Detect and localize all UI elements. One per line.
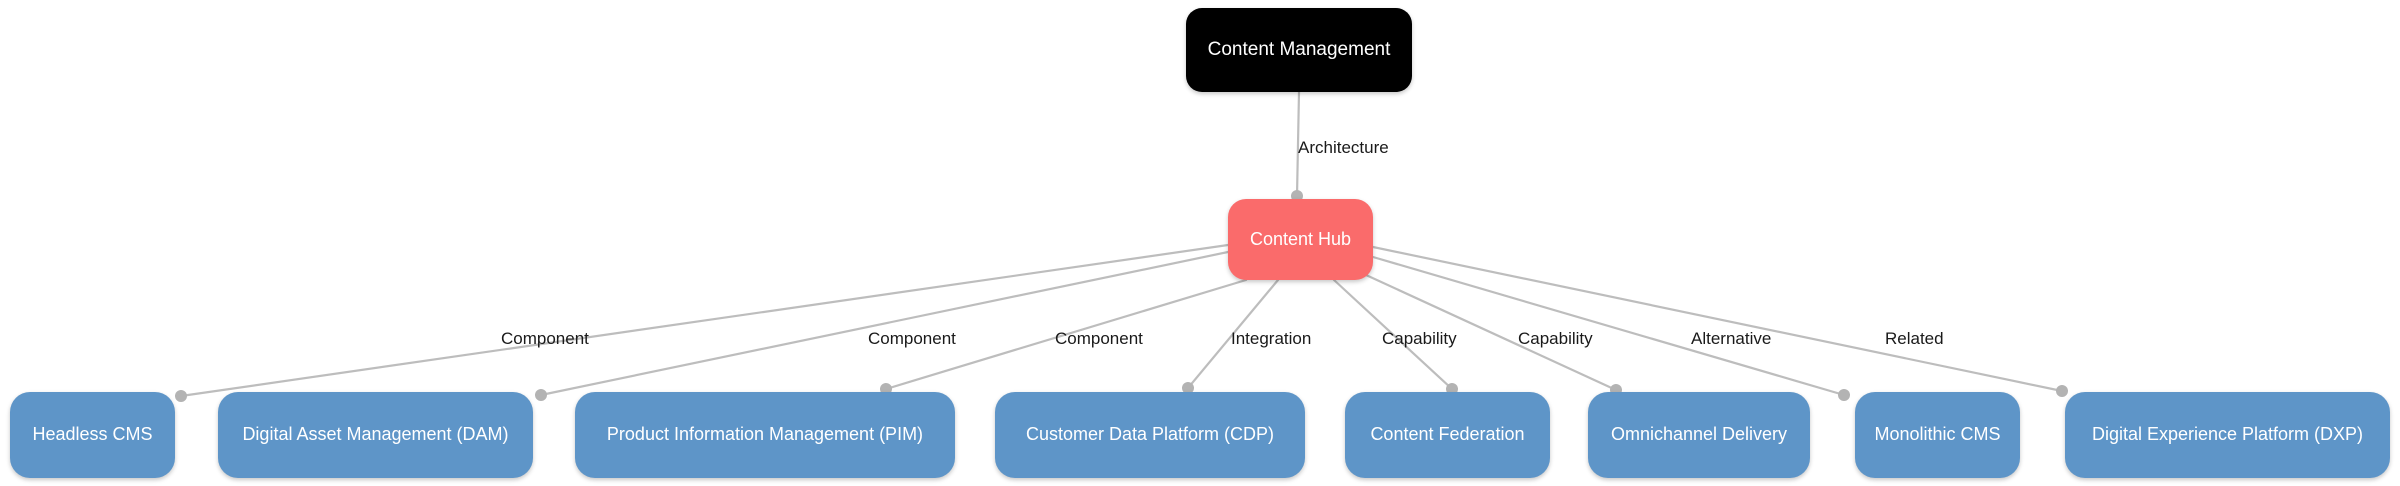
edge-monolithic-cms-label: Alternative xyxy=(1691,329,1772,348)
edge-omnichannel-label: Capability xyxy=(1518,329,1593,348)
node-headless-cms[interactable]: Headless CMS xyxy=(10,392,175,478)
node-content-federation[interactable]: Content Federation xyxy=(1345,392,1550,478)
node-content-management[interactable]: Content Management xyxy=(1186,8,1412,92)
edge-dxp-endpoint-dot xyxy=(2056,385,2068,397)
edge-headless-cms-endpoint-dot xyxy=(175,390,187,402)
edge-monolithic-cms xyxy=(1371,255,1846,397)
node-omnichannel-delivery-label: Omnichannel Delivery xyxy=(1610,424,1788,445)
edge-dxp xyxy=(1371,245,2064,393)
node-cdp-label: Customer Data Platform (CDP) xyxy=(1025,424,1275,445)
node-dxp[interactable]: Digital Experience Platform (DXP) xyxy=(2065,392,2390,478)
edge-content-federation-label: Capability xyxy=(1382,329,1457,348)
edge-architecture-label: Architecture xyxy=(1298,138,1389,157)
edge-dxp-label: Related xyxy=(1885,329,1944,348)
edge-dam xyxy=(539,250,1230,397)
node-content-management-label: Content Management xyxy=(1207,38,1391,60)
edge-dam-endpoint-dot xyxy=(535,389,547,401)
node-monolithic-cms[interactable]: Monolithic CMS xyxy=(1855,392,2020,478)
node-pim-label: Product Information Management (PIM) xyxy=(606,424,924,445)
node-headless-cms-label: Headless CMS xyxy=(32,424,153,445)
node-dam-label: Digital Asset Management (DAM) xyxy=(242,424,509,445)
edge-pim-label: Component xyxy=(1055,329,1143,348)
edge-monolithic-cms-endpoint-dot xyxy=(1838,389,1850,401)
edge-cdp-label: Integration xyxy=(1231,329,1312,348)
node-dam[interactable]: Digital Asset Management (DAM) xyxy=(218,392,533,478)
node-monolithic-cms-label: Monolithic CMS xyxy=(1874,424,2001,445)
node-cdp[interactable]: Customer Data Platform (CDP) xyxy=(995,392,1305,478)
node-content-federation-label: Content Federation xyxy=(1370,424,1525,445)
node-omnichannel-delivery[interactable]: Omnichannel Delivery xyxy=(1588,392,1810,478)
edge-headless-cms xyxy=(179,243,1230,398)
node-dxp-label: Digital Experience Platform (DXP) xyxy=(2091,424,2364,445)
node-content-hub-label: Content Hub xyxy=(1249,228,1352,249)
node-pim[interactable]: Product Information Management (PIM) xyxy=(575,392,955,478)
edge-headless-cms-label: Component xyxy=(501,329,589,348)
edge-dam-label: Component xyxy=(868,329,956,348)
node-content-hub[interactable]: Content Hub xyxy=(1228,199,1373,280)
